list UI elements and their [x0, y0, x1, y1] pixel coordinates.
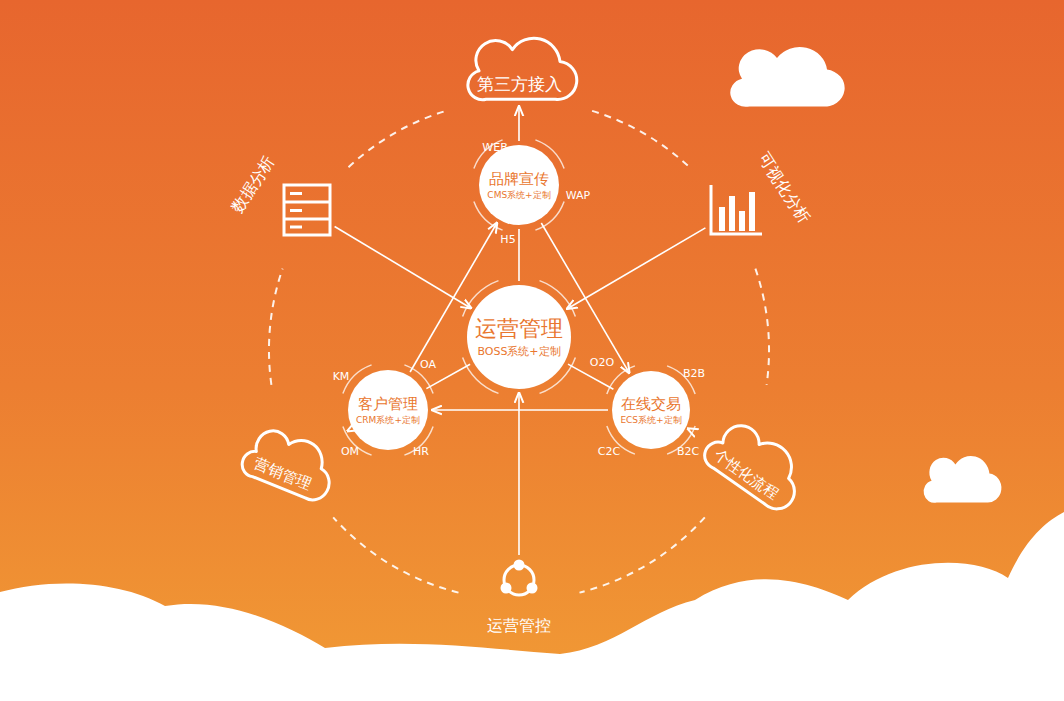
- channel-label: WAP: [566, 190, 590, 202]
- flow-arrow: [518, 229, 520, 281]
- node-title: 客户管理: [358, 395, 418, 413]
- channel-label: H5: [500, 234, 515, 246]
- node-title: 数据分析: [228, 152, 279, 216]
- flow-arrow: [335, 227, 471, 309]
- flow-arrow: [688, 428, 689, 430]
- icon-node: 可视化分析: [708, 183, 764, 237]
- cycle-icon: [497, 558, 541, 602]
- dashed-ring: [269, 111, 769, 593]
- flow-arrow: [518, 107, 520, 142]
- system-circle: 在线交易 ECS系统+定制: [612, 371, 690, 449]
- system-circle: 品牌宣传 CMS系统+定制: [479, 145, 559, 225]
- channel-label: OM: [341, 446, 359, 458]
- deco-cloud: [730, 47, 844, 107]
- flow-arrow: [432, 409, 608, 411]
- node-title: 可视化分析: [754, 149, 814, 227]
- circle-text: 客户管理 CRM系统+定制: [356, 395, 420, 426]
- channel-label: WEB: [482, 142, 507, 154]
- node-title: 在线交易: [621, 395, 681, 413]
- cloud-outline: [231, 415, 345, 509]
- cloud-outline: [691, 404, 818, 520]
- node-title: 品牌宣传: [489, 170, 549, 188]
- flow-arrow: [518, 393, 520, 555]
- node-title: 第三方接入: [477, 74, 562, 94]
- node-title: 运营管控: [487, 616, 551, 635]
- channel-label: B2C: [677, 446, 699, 458]
- channel-label: B2B: [683, 368, 705, 380]
- cloud-node: 第三方接入: [460, 33, 579, 104]
- ring-arc: [755, 269, 769, 385]
- channel-label: OA: [420, 359, 436, 371]
- node-subtitle: CRM系统+定制: [356, 415, 420, 426]
- ring-arc: [592, 111, 689, 167]
- ring-arc: [349, 111, 446, 167]
- ground-clouds: [0, 512, 1064, 701]
- node-subtitle: BOSS系统+定制: [477, 345, 560, 358]
- icon-node: 运营管控: [497, 558, 541, 602]
- system-circle: 客户管理 CRM系统+定制: [348, 370, 428, 450]
- channel-label: KM: [333, 371, 350, 383]
- channel-label: C2C: [598, 446, 620, 458]
- channel-label: O2O: [590, 357, 614, 369]
- ring-arc: [333, 517, 458, 592]
- circle-text: 运营管理 BOSS系统+定制: [475, 316, 563, 358]
- cloud-node: 营销管理: [231, 415, 345, 509]
- ring-arc: [580, 517, 705, 592]
- cloud-node: 个性化流程: [691, 404, 818, 520]
- bars-icon: [708, 183, 764, 237]
- node-subtitle: ECS系统+定制: [620, 415, 681, 426]
- flow-arrow: [348, 429, 349, 431]
- deco-cloud: [924, 456, 1002, 503]
- channel-label: HR: [413, 446, 429, 458]
- ring-arc: [269, 269, 283, 385]
- system-circle: 运营管理 BOSS系统+定制: [467, 285, 571, 389]
- db-icon: [282, 183, 332, 237]
- circle-text: 品牌宣传 CMS系统+定制: [487, 170, 550, 201]
- node-subtitle: CMS系统+定制: [487, 190, 550, 201]
- icon-node: 数据分析: [282, 183, 332, 237]
- flow-arrow: [567, 228, 705, 309]
- circle-text: 在线交易 ECS系统+定制: [620, 395, 681, 426]
- node-title: 运营管理: [475, 316, 563, 342]
